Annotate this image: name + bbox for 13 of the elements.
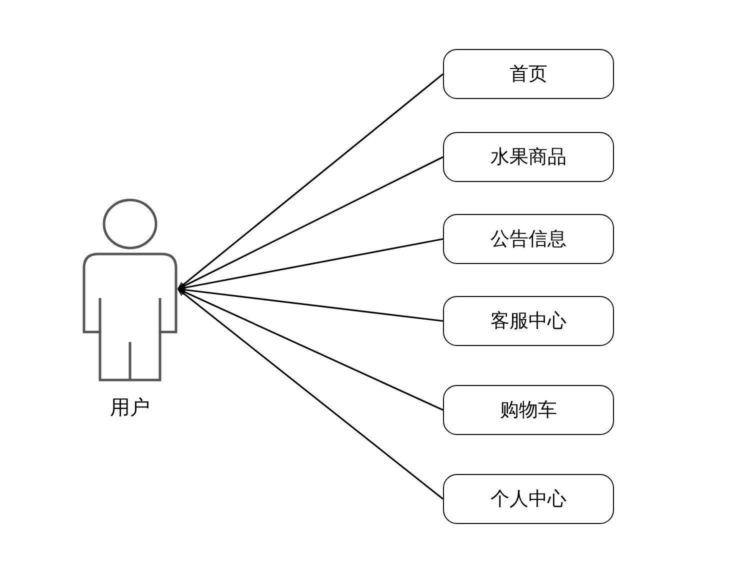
- connector-line: [177, 288, 444, 500]
- use-case-box: 个人中心: [443, 474, 614, 524]
- use-case-box: 公告信息: [443, 214, 614, 264]
- actor-label: 用户: [109, 395, 151, 419]
- use-case-box: 首页: [443, 49, 614, 99]
- connector-line: [177, 73, 444, 290]
- use-case-box: 购物车: [443, 385, 614, 435]
- use-case-box: 客服中心: [443, 296, 614, 346]
- connector-line: [177, 238, 444, 291]
- connector-line: [177, 156, 444, 290]
- use-case-box: 水果商品: [443, 132, 614, 182]
- connector-line: [177, 286, 444, 322]
- connector-line: [177, 288, 444, 411]
